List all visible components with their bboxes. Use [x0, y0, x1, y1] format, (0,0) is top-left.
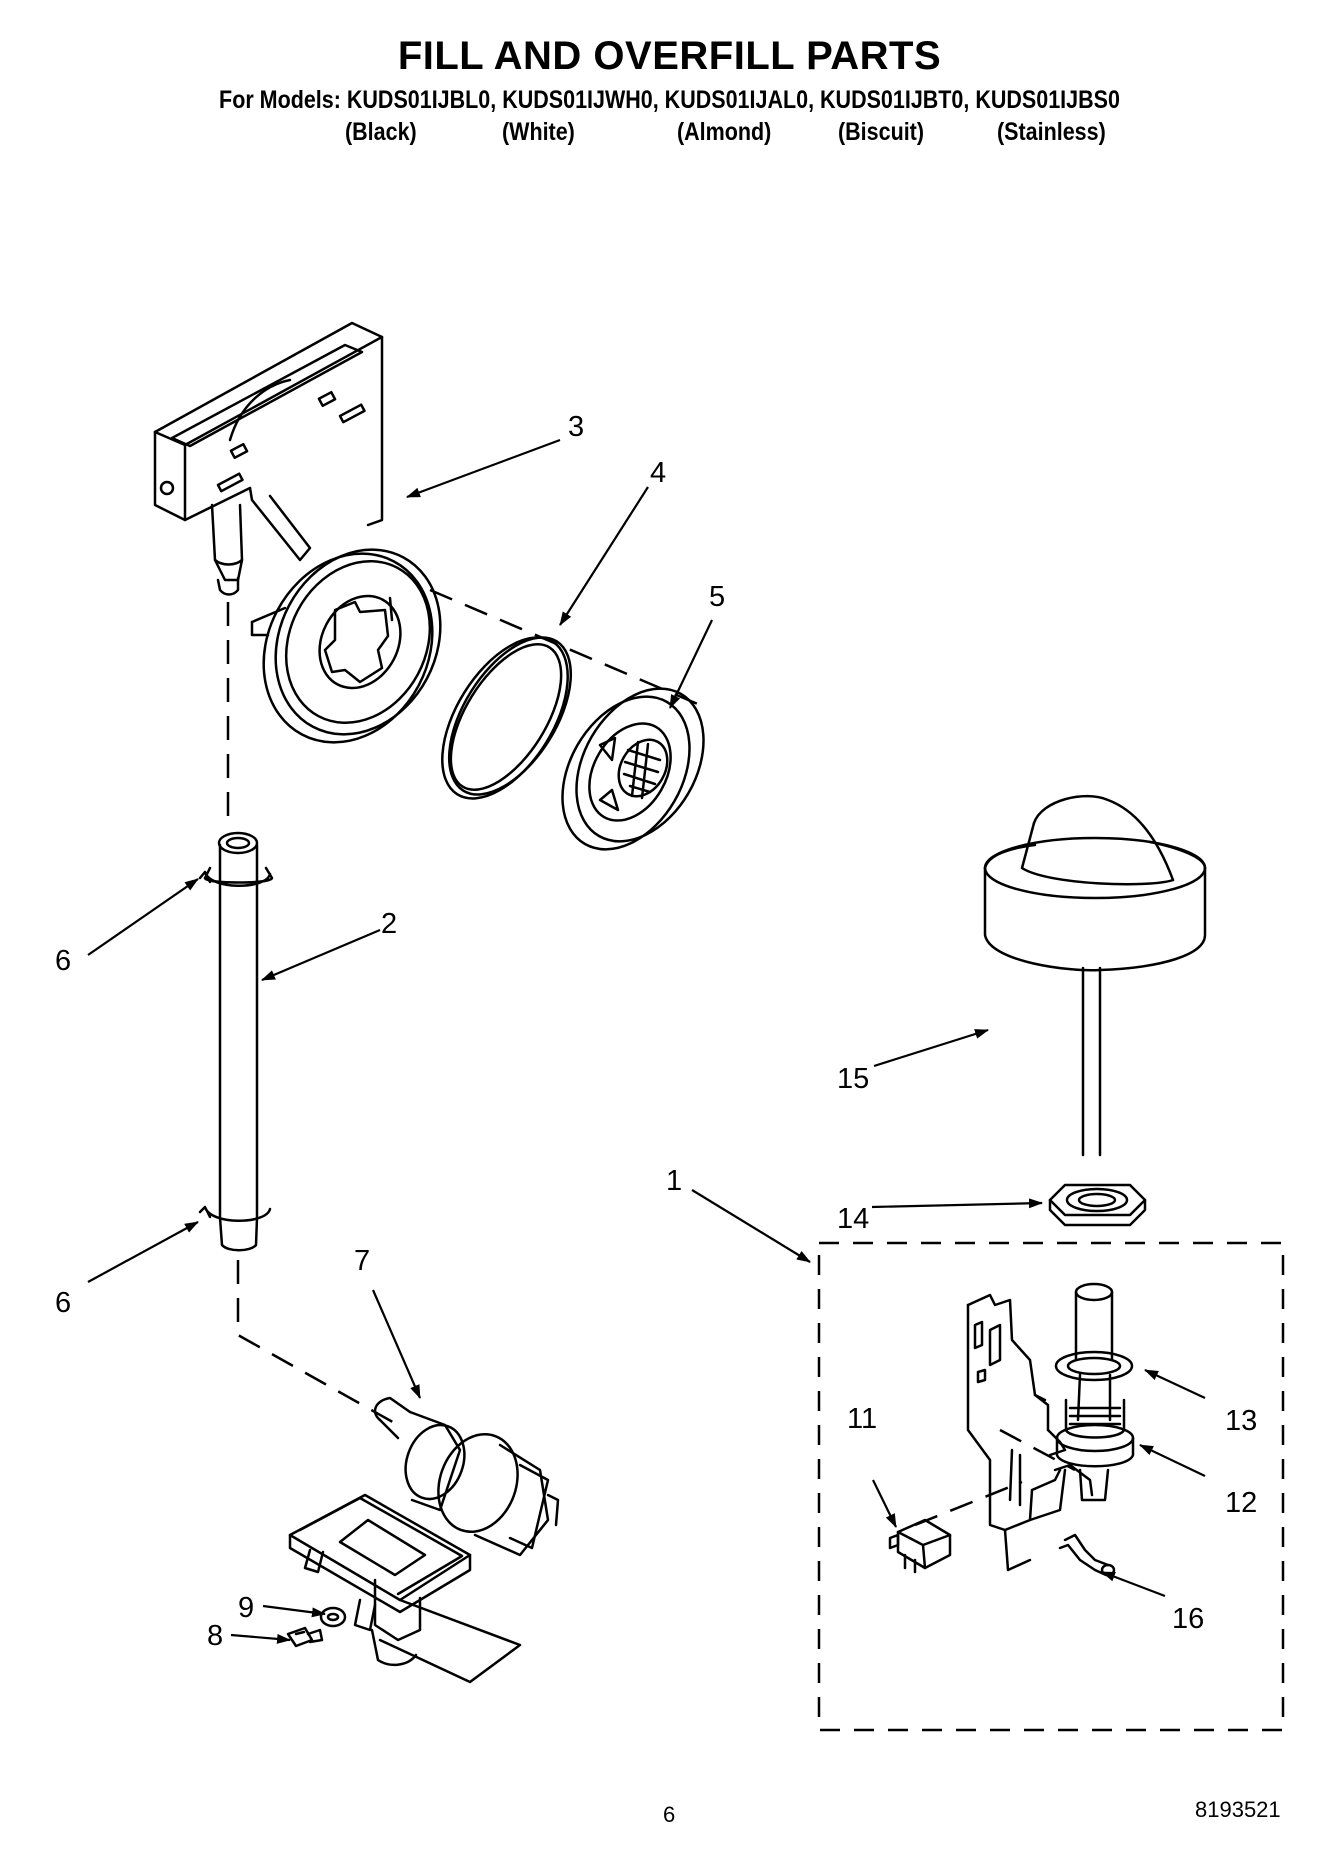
part-6-clamps	[198, 870, 272, 1222]
models-line: For Models: KUDS01IJBL0, KUDS01IJWH0, KU…	[219, 86, 1120, 114]
model-colors: (Black) (White) (Almond) (Biscuit) (Stai…	[0, 118, 1339, 152]
callout-4: 4	[650, 457, 666, 489]
part-15-float	[983, 794, 1207, 1157]
callout-5: 5	[709, 581, 725, 613]
page-title: FILL AND OVERFILL PARTS	[397, 34, 942, 78]
callout-9: 9	[238, 1592, 254, 1624]
part-5-filter-cap	[561, 687, 705, 851]
callout-1: 1	[666, 1165, 682, 1197]
callout-7: 7	[354, 1245, 370, 1277]
part-11-switch	[888, 1518, 952, 1574]
callout-16: 16	[1172, 1603, 1204, 1635]
part-14-nut	[1048, 1183, 1147, 1227]
page-number: 6	[663, 1802, 676, 1827]
part-7-fill-valve	[288, 1396, 560, 1684]
callout-12: 12	[1225, 1487, 1257, 1519]
callout-6-lower: 6	[55, 1287, 71, 1319]
callout-13: 13	[1225, 1405, 1257, 1437]
callout-14: 14	[837, 1203, 869, 1235]
color-stainless: (Stainless)	[997, 118, 1106, 146]
part-1-assembly-box	[817, 1241, 1285, 1732]
part-8-screw	[286, 1626, 324, 1648]
color-white: (White)	[502, 118, 575, 146]
part-2-fill-tube	[203, 831, 274, 1252]
color-biscuit: (Biscuit)	[838, 118, 924, 146]
color-almond: (Almond)	[677, 118, 772, 146]
assembly-lines	[226, 588, 1076, 1527]
part-13-float-stem	[1054, 1282, 1134, 1422]
part-9-washer	[319, 1606, 347, 1628]
part-4-seal-ring	[441, 636, 573, 800]
callout-2: 2	[381, 908, 397, 940]
callout-8: 8	[207, 1620, 223, 1652]
leader-arrows	[87, 438, 1206, 1644]
callout-11: 11	[847, 1403, 877, 1435]
callout-6-upper: 6	[55, 945, 71, 977]
part-3-housing	[153, 321, 442, 744]
part-16-lever	[1058, 1533, 1116, 1577]
document-number: 8193521	[1195, 1797, 1281, 1822]
float-switch-bracket	[966, 1293, 1094, 1572]
callout-15: 15	[837, 1063, 869, 1095]
callout-3: 3	[568, 411, 584, 443]
part-12-float-seat	[1055, 1398, 1135, 1502]
color-black: (Black)	[345, 118, 417, 146]
